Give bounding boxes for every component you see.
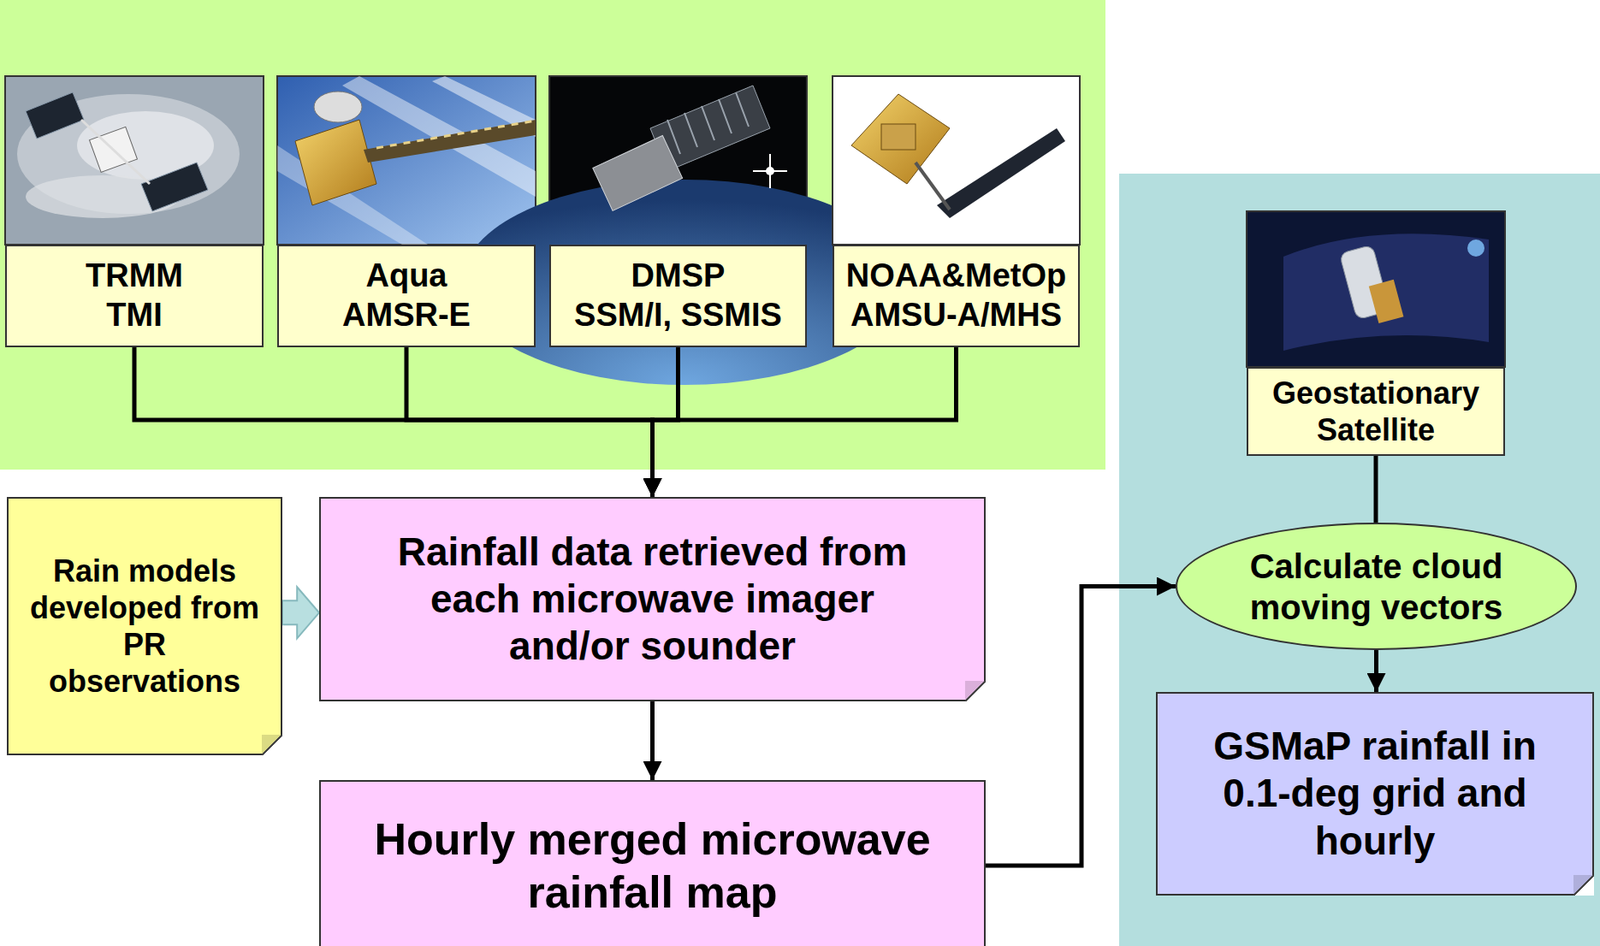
satellite-label: Geostationary Satellite <box>1246 367 1506 457</box>
node-text: AMSU-A/MHS <box>850 296 1062 336</box>
node-text: NOAA&MetOp <box>846 256 1067 297</box>
trmm-picture-part <box>81 119 150 184</box>
node-text: Rain models developed from PR observatio… <box>25 552 264 701</box>
node-text: GSMaP rainfall in 0.1-deg grid and hourl… <box>1191 722 1559 866</box>
geostationary-picture <box>1246 211 1506 368</box>
process-box: Hourly merged microwave rainfall map <box>319 780 986 946</box>
trmm-picture-part <box>5 76 264 245</box>
connector <box>652 347 957 498</box>
dmsp-picture-part <box>752 154 788 189</box>
noaa-picture-part <box>851 94 950 184</box>
aqua-picture-part <box>314 91 362 123</box>
aqua-picture-part <box>295 119 377 206</box>
satellite-label: AquaAMSR-E <box>277 244 536 348</box>
connector <box>650 701 655 781</box>
geostationary-picture-part <box>1368 279 1405 324</box>
node-text: Calculate cloud moving vectors <box>1232 545 1521 629</box>
dmsp-picture-part <box>667 92 749 155</box>
block-arrow <box>282 586 320 639</box>
aqua-picture <box>277 76 536 245</box>
node-text: Hourly merged microwave rainfall map <box>355 812 950 920</box>
connector <box>134 347 653 498</box>
node-text: SSM/I, SSMIS <box>574 296 783 336</box>
aqua-picture-part <box>363 119 536 163</box>
connector <box>1374 456 1379 523</box>
node-text: Aqua <box>366 256 448 297</box>
noaa-picture-part <box>936 128 1066 219</box>
aqua-picture-part <box>376 120 536 149</box>
trmm-picture-part <box>25 92 84 139</box>
geostationary-picture-part <box>1283 233 1489 351</box>
node-text: Geostationary Satellite <box>1253 374 1499 449</box>
connector <box>985 586 1176 867</box>
dmsp-picture-part <box>592 136 683 212</box>
noaa-picture-part <box>881 124 916 150</box>
process-ellipse: Calculate cloud moving vectors <box>1175 522 1577 651</box>
trmm-picture-part <box>141 162 208 212</box>
noaa-picture-part <box>915 162 950 210</box>
satellite-label: TRMMTMI <box>5 244 264 348</box>
noaa-picture <box>832 76 1080 245</box>
node-text: TRMM <box>85 256 184 297</box>
node-text: TMI <box>106 296 162 336</box>
geostationary-picture-part <box>1467 239 1485 257</box>
node-text: Rainfall data retrieved from each microw… <box>389 528 916 671</box>
output-box: GSMaP rainfall in 0.1-deg grid and hourl… <box>1155 692 1595 896</box>
connector <box>406 347 653 498</box>
node-text: AMSR-E <box>342 296 471 336</box>
satellite-label: DMSPSSM/I, SSMIS <box>549 244 807 348</box>
trmm-picture <box>5 76 264 245</box>
node-text: DMSP <box>631 256 726 297</box>
noaa-picture-part <box>832 76 1080 245</box>
process-box: Rainfall data retrieved from each microw… <box>319 497 986 702</box>
aqua-picture-part <box>277 76 536 245</box>
source-note: Rain models developed from PR observatio… <box>6 497 283 756</box>
geostationary-picture-part <box>1246 211 1506 368</box>
satellite-label: NOAA&MetOpAMSU-A/MHS <box>832 244 1080 348</box>
connector <box>1374 650 1379 693</box>
